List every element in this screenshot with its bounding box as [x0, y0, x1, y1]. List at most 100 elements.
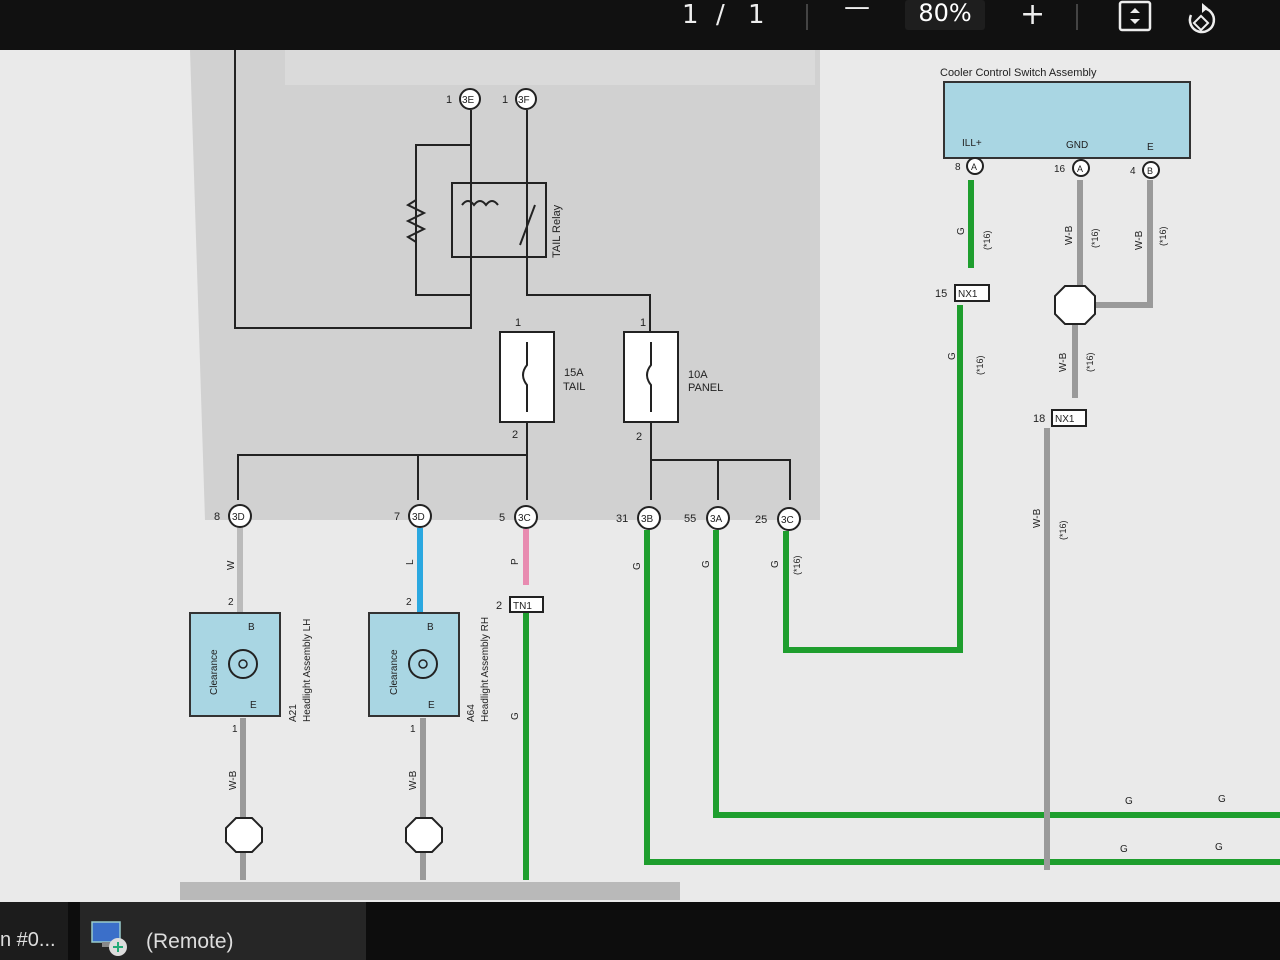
- zoom-out-button[interactable]: —: [844, 0, 870, 22]
- svg-text:1: 1: [515, 317, 521, 329]
- wire-code-wb: W-B: [1064, 225, 1075, 245]
- svg-text:TN1: TN1: [513, 601, 532, 612]
- panel-bus: [650, 422, 791, 500]
- viewer-toolbar: 1 / 1 — 80% +: [0, 0, 1280, 50]
- junction-25-3C: 3C 25: [755, 507, 801, 531]
- wire-code-g: G: [510, 712, 521, 720]
- wire-code-wb: W-B: [1134, 230, 1145, 250]
- fit-page-icon[interactable]: [1118, 0, 1154, 34]
- svg-text:8: 8: [214, 511, 220, 523]
- svg-text:1: 1: [502, 94, 508, 106]
- svg-text:10A: 10A: [688, 369, 708, 381]
- relay-pin-3F: 3F 1: [502, 88, 537, 110]
- svg-text:3A: 3A: [710, 514, 723, 525]
- rotate-icon[interactable]: [1182, 2, 1222, 38]
- svg-text:2: 2: [406, 597, 412, 608]
- svg-text:4: 4: [1130, 166, 1136, 177]
- wire-code-g: G: [1215, 842, 1223, 853]
- cooler-control-switch-assembly: Cooler Control Switch Assembly ILL+ GND …: [940, 67, 1191, 179]
- wire-code-g: G: [1120, 844, 1128, 855]
- toolbar-divider: [1076, 4, 1078, 30]
- tail-bus: [237, 422, 528, 500]
- junction-31-3B: 3B 31: [616, 506, 661, 530]
- wire-code-wb: W-B: [1032, 508, 1043, 528]
- wire-note: (*16): [982, 230, 992, 250]
- svg-text:A64: A64: [466, 704, 477, 722]
- svg-text:15: 15: [935, 288, 947, 300]
- svg-text:Headlight Assembly LH: Headlight Assembly LH: [302, 619, 313, 722]
- wire-note: (*16): [1058, 520, 1068, 540]
- wire-note: (*16): [1085, 352, 1095, 372]
- page-current[interactable]: 1: [682, 0, 699, 30]
- svg-text:2: 2: [496, 600, 502, 612]
- svg-text:3D: 3D: [232, 512, 245, 523]
- tail-relay-box: [451, 182, 547, 258]
- taskbar-item-window[interactable]: n #0...: [0, 902, 68, 960]
- svg-text:5: 5: [499, 512, 505, 524]
- wire-code-p: P: [510, 558, 521, 565]
- ground-splice-icon: [405, 817, 443, 853]
- taskbar-item-remote[interactable]: (Remote): [80, 902, 366, 960]
- svg-text:55: 55: [684, 513, 696, 525]
- connector-tn1: TN1 2: [496, 596, 544, 613]
- wire-code-g: G: [947, 352, 958, 360]
- wire-code-g: G: [770, 560, 781, 568]
- svg-text:Headlight Assembly RH: Headlight Assembly RH: [480, 617, 491, 722]
- svg-text:3D: 3D: [412, 512, 425, 523]
- zoom-level[interactable]: 80%: [905, 0, 985, 30]
- svg-text:16: 16: [1054, 164, 1066, 175]
- connector-nx1-18: NX1 18: [1033, 409, 1087, 427]
- wire-note: (*16): [1090, 228, 1100, 248]
- svg-text:1: 1: [410, 724, 416, 735]
- svg-text:3B: 3B: [641, 514, 654, 525]
- junction-block-shade: [190, 50, 820, 520]
- connector-nx1-15: NX1 15: [935, 284, 990, 302]
- tail-relay-label: TAIL Relay: [551, 204, 563, 258]
- svg-text:2: 2: [228, 597, 234, 608]
- toolbar-divider: [806, 4, 808, 30]
- relay-wires: [234, 50, 651, 335]
- relay-pin-3E: 3E 1: [446, 88, 481, 110]
- svg-text:ILL+: ILL+: [962, 138, 982, 149]
- svg-text:31: 31: [616, 513, 628, 525]
- zoom-in-button[interactable]: +: [1020, 0, 1046, 32]
- svg-text:25: 25: [755, 514, 767, 526]
- wire-code-g: G: [1218, 794, 1226, 805]
- page-separator: /: [716, 0, 725, 30]
- wire-code-l: L: [405, 559, 416, 565]
- horizontal-scrollbar[interactable]: [180, 882, 680, 900]
- wire-code-wb: W-B: [408, 770, 419, 790]
- svg-text:Clearance: Clearance: [389, 649, 400, 695]
- svg-text:1: 1: [640, 317, 646, 329]
- ground-splice-icon: [1054, 285, 1096, 325]
- headlight-assembly-lh: Clearance B E 2 1 A21 Headlight Assembly…: [189, 597, 313, 735]
- junction-55-3A: 3A 55: [684, 506, 730, 530]
- wire-g-25: [783, 305, 963, 653]
- svg-text:B: B: [427, 622, 434, 633]
- svg-text:3E: 3E: [462, 95, 475, 106]
- resistor-icon: [405, 199, 427, 243]
- svg-text:7: 7: [394, 511, 400, 523]
- ground-splice-icon: [225, 817, 263, 853]
- page-total: 1: [748, 0, 765, 30]
- fuse-panel: 1 2 10A PANEL: [623, 317, 723, 443]
- svg-text:B: B: [248, 622, 255, 633]
- remote-desktop-icon: [91, 921, 127, 956]
- svg-text:3C: 3C: [518, 513, 531, 524]
- taskbar-item-remote-label: (Remote): [146, 930, 234, 953]
- svg-text:Clearance: Clearance: [209, 649, 220, 695]
- svg-text:E: E: [250, 700, 257, 711]
- svg-text:B: B: [1147, 166, 1153, 176]
- svg-text:18: 18: [1033, 413, 1045, 425]
- svg-text:E: E: [428, 700, 435, 711]
- svg-text:E: E: [1147, 142, 1154, 153]
- svg-text:3F: 3F: [518, 95, 530, 106]
- svg-text:NX1: NX1: [1055, 414, 1075, 425]
- wire-code-wb: W-B: [228, 770, 239, 790]
- wire-g-55: [713, 530, 1280, 818]
- svg-text:2: 2: [512, 429, 518, 441]
- svg-text:NX1: NX1: [958, 289, 978, 300]
- document-view[interactable]: 3E 1 3F 1 TAIL Relay 1 2 15A TAIL 1 2 10…: [0, 50, 1280, 902]
- wire-g-31: [644, 530, 1280, 865]
- relay-shade: [285, 50, 815, 85]
